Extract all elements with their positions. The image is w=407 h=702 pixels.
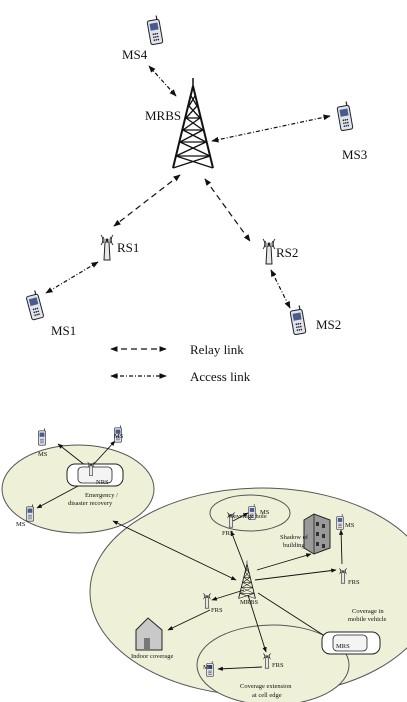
legend: Relay link Access link [110,342,251,384]
emergency-label-line2: disaster recovery [68,500,113,507]
house-icon [135,617,163,651]
shadow-label-line1: Shadow of [280,534,309,541]
ms-phone-icon-c [26,504,34,522]
ms4-label: MS4 [122,47,148,62]
relay-link-mrbs-rs2 [204,178,251,242]
ms-label-f: MS [203,664,213,671]
access-link-mrbs-ms4 [148,65,177,97]
ms1-label: MS1 [51,323,76,338]
rs1-label: RS1 [117,240,139,255]
emergency-label-line1: Emergency / [85,492,118,499]
legend-access-label: Access link [190,369,251,384]
ms-label-b: MS [114,433,124,440]
ms2-label: MS2 [316,317,341,332]
rs2-label: RS2 [276,245,298,260]
extension-label-line2: at cell edge [252,692,282,699]
ms-label-d: MS [260,509,270,516]
ms3-label: MS3 [342,147,367,162]
ms-phone-icon-a [38,428,46,446]
ms-label-e: MS [345,522,355,529]
ms2-phone-icon [288,304,307,336]
frs-label-c: FRS [211,607,223,614]
access-link-rs1-ms1 [45,261,99,294]
ms4-phone-icon [145,14,164,46]
edge-cell-ellipse [196,624,350,702]
building-icon [303,513,331,555]
frs-label-b: FRS [348,579,360,586]
bottom-diagram: MS MS MS MS MS MS NRS MRBS FRS FRS FRS F… [1,425,407,702]
ms-phone-icon-e [336,513,344,530]
ms1-phone-icon [24,289,45,321]
mrbs-label: MRBS [145,108,181,123]
extension-label-line1: Coverage extension [240,683,292,690]
legend-relay-label: Relay link [190,342,244,357]
mrbs-tower-icon [172,77,214,169]
access-link-rs2-ms2 [270,269,291,309]
relay-link-mrbs-rs1 [113,174,181,227]
frs-label-d: FRS [272,662,284,669]
nrs-label: NRS [96,479,109,486]
mobile-vehicle-icon [321,631,381,655]
indoor-label: Indoor coverage [131,653,174,660]
mrs-label: MRS [336,643,350,650]
emergency-vehicle-icon [66,461,124,487]
top-diagram: MS4 MRBS MS3 RS1 RS2 MS1 MS2 Relay link … [24,14,367,384]
rs2-relay-icon [262,238,276,265]
ms3-phone-icon [335,100,354,132]
access-link-mrbs-ms3 [211,114,331,143]
ms-label-a: MS [38,451,48,458]
vehicle-label-line2: mobile vehicle [348,616,387,623]
rs1-relay-icon [100,234,114,261]
bottom-mrbs-label: MRBS [240,599,258,606]
frs-label-a: FRS [222,530,234,537]
emergency-cell-ellipse [1,444,155,534]
vehicle-label-line1: Coverage in [352,608,384,615]
coverage-hole-label: Coverage hole [229,513,267,520]
ms-label-c: MS [16,521,26,528]
shadow-label-line2: building [283,542,305,549]
